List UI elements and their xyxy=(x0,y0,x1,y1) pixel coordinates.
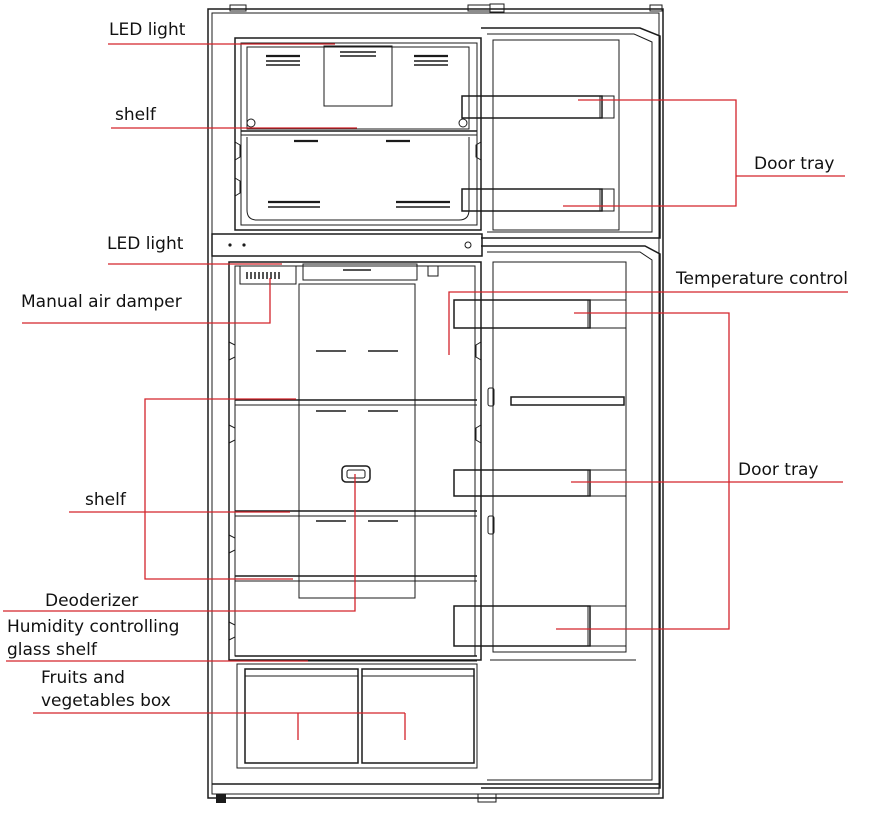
label-shelf-bottom: shelf xyxy=(85,490,127,510)
label-manual-air-damper: Manual air damper xyxy=(21,292,182,312)
label-shelf-top: shelf xyxy=(115,105,157,125)
label-led-light-mid: LED light xyxy=(107,234,184,254)
leader-door-tray-bottom xyxy=(556,312,843,630)
label-led-light-top: LED light xyxy=(109,20,186,40)
label-fruits-line1: Fruits and xyxy=(41,668,125,688)
label-door-tray-top: Door tray xyxy=(754,154,834,174)
leader-door-tray-top xyxy=(563,99,845,207)
label-door-tray-bottom: Door tray xyxy=(738,460,818,480)
label-temperature-control: Temperature control xyxy=(675,269,848,289)
labels: LED light shelf Door tray LED light Temp… xyxy=(7,20,848,711)
air-damper-grille xyxy=(246,272,280,279)
leader-fruits-vegetables-box xyxy=(33,712,406,740)
label-humidity-line1: Humidity controlling xyxy=(7,617,179,637)
label-fruits-line2: vegetables box xyxy=(41,691,171,711)
leader-shelf-bottom xyxy=(69,398,296,580)
refrigerator-illustration xyxy=(207,3,664,803)
leader-lines xyxy=(3,43,848,740)
leader-manual-air-damper xyxy=(22,278,271,324)
leader-deodorizer xyxy=(3,474,356,612)
leader-temperature-control xyxy=(448,291,848,355)
label-deodorizer: Deoderizer xyxy=(45,591,138,611)
label-humidity-line2: glass shelf xyxy=(7,640,98,660)
